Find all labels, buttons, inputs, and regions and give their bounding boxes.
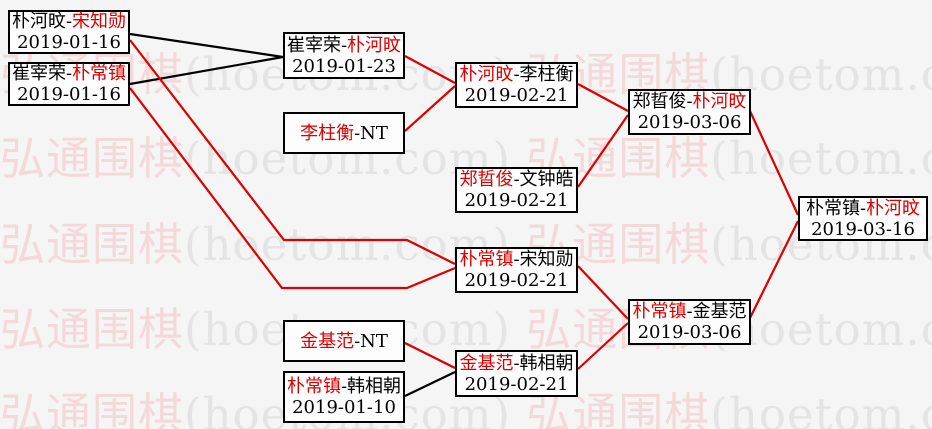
winner-name: 朴常镇 [459,249,514,270]
match-players: 朴河旼-宋知勋 [12,11,126,32]
player-advance-line [404,371,456,397]
winner-name: 朴常镇 [72,63,127,84]
winner-advance-line [404,342,456,369]
player-name: -NT [354,330,388,352]
winner-name: 宋知勋 [72,11,127,32]
winner-advance-line [577,265,629,320]
winner-advance-line [129,39,456,265]
match-players: 郑晢俊-文钟皓 [459,169,573,190]
winner-advance-line [577,322,629,370]
player-advance-line [129,32,284,59]
winner-advance-line [749,220,799,319]
match-players: 朴常镇-韩相朝 [287,376,401,397]
player-name: 朴常镇- [805,197,867,219]
match-date: 2019-01-23 [292,55,396,77]
match-date: 2019-03-06 [637,322,742,343]
match-date: 2019-01-16 [17,32,121,53]
winner-name: 朴河旼 [692,91,747,112]
player-name: 崔宰荣- [11,63,73,84]
match-date: 2019-02-21 [464,190,569,211]
winner-advance-line [404,55,456,84]
match-players: 金基范-NT [300,331,388,352]
winner-advance-line [404,85,456,132]
winner-advance-line [129,87,456,290]
winner-name: 朴河旼 [459,64,514,85]
player-name: 崔宰荣- [286,34,348,56]
match-players: 朴常镇-朴河旼 [806,198,920,219]
player-name: -韩相朝 [340,376,402,397]
match-players: 朴常镇-金基范 [632,301,746,322]
winner-name: 朴河旼 [866,197,921,219]
match-date: 2019-03-16 [811,218,915,240]
match-date: 2019-02-21 [464,270,569,291]
match-date: 2019-02-21 [464,373,569,395]
match-date: 2019-02-21 [464,85,569,106]
winner-advance-line [749,110,799,216]
winner-name: 朴常镇 [286,376,341,397]
winner-advance-line [577,83,629,112]
match-date: 2019-03-06 [637,112,742,133]
player-name: -金基范 [686,301,747,322]
winner-name: 金基范 [459,352,514,374]
winner-name: 朴河旼 [347,34,402,56]
match-players: 李柱衡-NT [300,123,388,144]
match-date: 2019-01-10 [292,397,396,418]
player-name: -文钟皓 [513,169,574,190]
winner-name: 李柱衡 [300,122,355,144]
match-players: 崔宰荣-朴河旼 [287,35,401,56]
match-date: 2019-01-16 [17,84,121,105]
player-name: -韩相朝 [513,352,574,374]
winner-name: 朴常镇 [632,301,687,322]
match-box-r2-bye1: 李柱衡-NT [283,112,405,154]
match-players: 郑晢俊-朴河旼 [632,91,746,112]
player-advance-line [129,55,284,86]
player-name: -李柱衡 [513,64,574,85]
match-players: 朴常镇-宋知勋 [459,249,573,270]
match-players: 金基范-韩相朝 [459,353,573,374]
player-name: 朴河旼- [11,11,73,32]
player-name: -NT [354,122,388,144]
match-players: 崔宰荣-朴常镇 [12,63,126,84]
player-name: 郑晢俊- [632,91,693,112]
match-players: 朴河旼-李柱衡 [459,64,573,85]
player-name: -宋知勋 [513,249,574,270]
match-box-r2-bye2: 金基范-NT [283,320,405,362]
winner-advance-line [577,114,629,188]
winner-name: 郑晢俊 [459,169,514,190]
winner-name: 金基范 [300,330,355,352]
